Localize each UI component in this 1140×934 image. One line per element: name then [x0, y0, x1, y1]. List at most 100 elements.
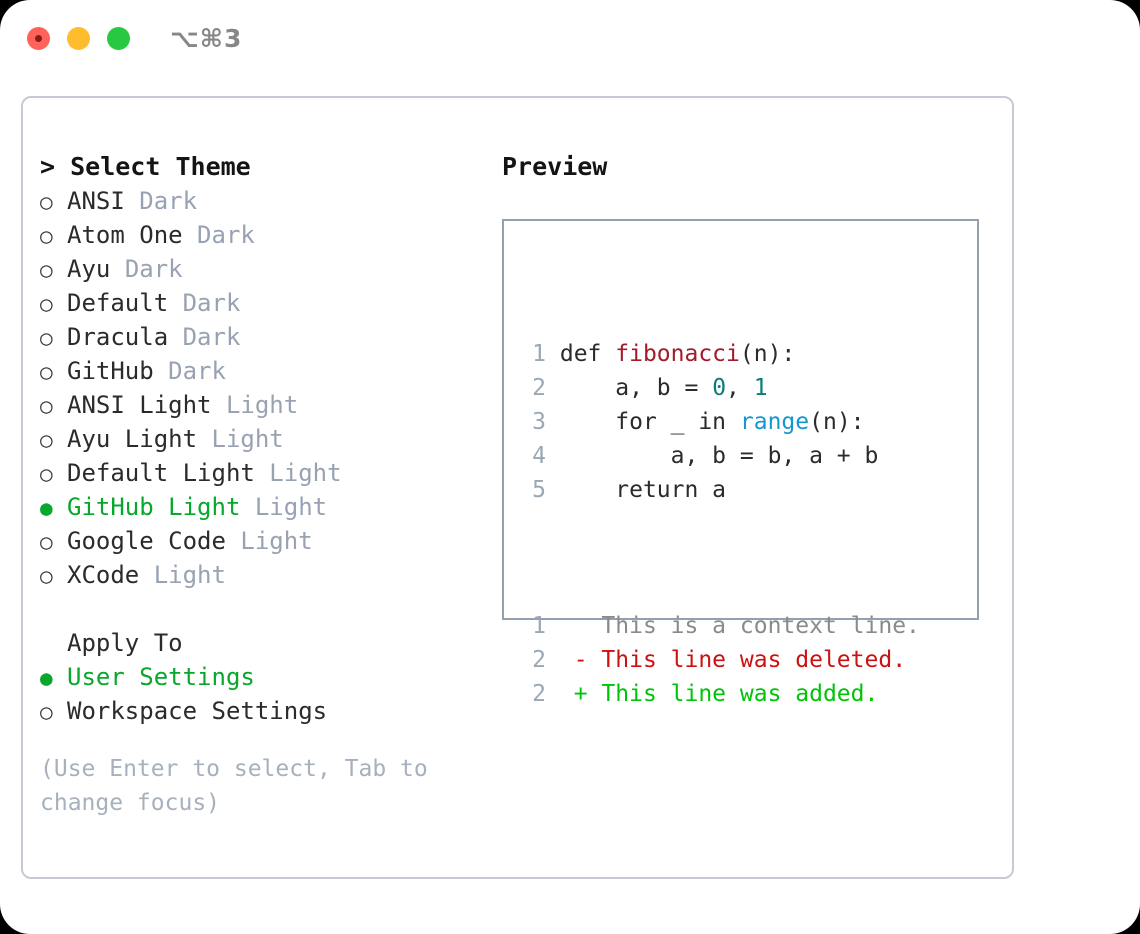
theme-name-label: Ayu	[67, 255, 111, 283]
code-token: 1	[753, 375, 768, 401]
radio-unselected-icon[interactable]: ○	[40, 394, 53, 418]
theme-list[interactable]: ○ANSI Dark○Atom One Dark○Ayu Dark○Defaul…	[40, 184, 490, 592]
diff-sample: 1 This is a context line.2 - This line w…	[520, 609, 920, 711]
keyboard-shortcut-label: ⌥⌘3	[170, 24, 243, 53]
theme-list-item[interactable]: ○ Ayu Light Light	[40, 422, 490, 456]
theme-name-label: Ayu Light	[67, 425, 198, 453]
title-bar: ⌥⌘3	[0, 0, 1140, 78]
label-gap	[226, 524, 240, 558]
theme-list-item[interactable]: ○XCode Light	[40, 558, 490, 592]
radio-unselected-icon[interactable]: ○	[40, 564, 53, 588]
radio-unselected-icon[interactable]: ○	[40, 530, 53, 554]
theme-variant-label: Dark	[124, 255, 183, 283]
theme-name-label: Default	[67, 289, 169, 317]
line-number: 3	[532, 409, 546, 435]
theme-name-label: Google Code	[67, 527, 226, 555]
theme-variant-label: Dark	[139, 187, 198, 215]
theme-variant-label: Dark	[182, 323, 241, 351]
theme-variant-label: Light	[269, 459, 342, 487]
code-line: 3 for _ in range(n):	[520, 405, 920, 439]
apply-to-label: User Settings	[67, 663, 255, 691]
label-gap	[183, 218, 197, 252]
radio-unselected-icon[interactable]: ○	[40, 700, 53, 724]
code-token: def	[559, 341, 616, 367]
theme-list-item[interactable]: ○GitHub Dark	[40, 354, 490, 388]
label-gap	[139, 558, 153, 592]
code-token: ,	[726, 375, 754, 401]
code-line: 1 def fibonacci(n):	[520, 337, 920, 371]
label-gap	[168, 286, 182, 320]
diff-line: 2 - This line was deleted.	[520, 643, 920, 677]
label-gap	[168, 320, 182, 354]
radio-unselected-icon[interactable]: ○	[40, 462, 53, 486]
theme-list-item[interactable]: ●GitHub Light Light	[40, 490, 490, 524]
diff-line: 2 + This line was added.	[520, 677, 920, 711]
label-gap	[212, 388, 226, 422]
close-window-button[interactable]	[27, 27, 50, 50]
diff-sign	[574, 613, 588, 639]
code-token: 0	[712, 375, 727, 401]
line-number: 2	[532, 375, 546, 401]
radio-unselected-icon[interactable]: ○	[40, 258, 53, 282]
preview-heading: Preview	[502, 152, 608, 181]
theme-variant-label: Dark	[197, 221, 255, 249]
list-spacer	[40, 592, 490, 626]
code-token: (n):	[739, 341, 796, 367]
diff-line: 1 This is a context line.	[520, 609, 920, 643]
radio-unselected-icon[interactable]: ○	[40, 360, 53, 384]
theme-list-item[interactable]: ○ANSI Light Light	[40, 388, 490, 422]
theme-list-item[interactable]: ○ANSI Dark	[40, 184, 490, 218]
radio-unselected-icon[interactable]: ○	[40, 190, 53, 214]
line-number: 2	[532, 647, 546, 673]
theme-list-item[interactable]: ○ Ayu Dark	[40, 252, 490, 286]
radio-unselected-icon[interactable]: ○	[40, 224, 53, 248]
label-gap	[125, 184, 139, 218]
main-panel: > Select Theme ○ANSI Dark○Atom One Dark○…	[21, 96, 1014, 879]
apply-to-label: Workspace Settings	[67, 697, 328, 725]
minimize-window-button[interactable]	[67, 27, 90, 50]
theme-list-item[interactable]: ○ Google Code Light	[40, 524, 490, 558]
apply-to-option[interactable]: ● User Settings	[40, 660, 490, 694]
theme-list-item[interactable]: ○Default Dark	[40, 286, 490, 320]
label-gap	[255, 456, 269, 490]
theme-name-label: Default Light	[67, 459, 255, 487]
apply-to-heading: Apply To	[67, 629, 183, 657]
preview-column: Preview 1 def fibonacci(n):2 a, b = 0, 1…	[502, 150, 1002, 707]
code-token: for _ in	[559, 409, 740, 435]
code-line: 2 a, b = 0, 1	[520, 371, 920, 405]
radio-unselected-icon[interactable]: ○	[40, 326, 53, 350]
diff-text: This line was added.	[587, 681, 879, 707]
code-token: return a	[559, 477, 727, 503]
radio-unselected-icon[interactable]: ○	[40, 428, 53, 452]
theme-name-label: GitHub	[67, 357, 154, 385]
theme-list-item[interactable]: ○Atom One Dark	[40, 218, 490, 252]
radio-selected-icon[interactable]: ●	[40, 666, 53, 690]
maximize-window-button[interactable]	[107, 27, 130, 50]
apply-to-list[interactable]: ● User Settings ○ Workspace Settings	[40, 660, 490, 728]
apply-to-option[interactable]: ○ Workspace Settings	[40, 694, 490, 728]
radio-selected-icon[interactable]: ●	[40, 496, 53, 520]
code-token: fibonacci	[615, 341, 740, 367]
label-gap	[240, 490, 254, 524]
code-token: a, b = b, a + b	[559, 443, 879, 469]
theme-variant-label: Light	[211, 425, 284, 453]
theme-variant-label: Light	[153, 561, 226, 589]
line-number: 1	[532, 613, 546, 639]
diff-sign: -	[573, 647, 588, 673]
radio-unselected-icon[interactable]: ○	[40, 292, 53, 316]
diff-text: This is a context line.	[587, 613, 920, 639]
line-number: 2	[532, 681, 546, 707]
theme-list-item[interactable]: ○ Default Light Light	[40, 456, 490, 490]
theme-name-label: GitHub Light	[67, 493, 241, 521]
theme-name-label: ANSI Light	[67, 391, 212, 419]
theme-variant-label: Light	[240, 527, 313, 555]
code-token: a, b =	[559, 375, 713, 401]
theme-list-item[interactable]: ○Dracula Dark	[40, 320, 490, 354]
panel-columns: > Select Theme ○ANSI Dark○Atom One Dark○…	[23, 98, 1012, 877]
diff-text: This line was deleted.	[587, 647, 907, 673]
code-line: 5 return a	[520, 473, 920, 507]
